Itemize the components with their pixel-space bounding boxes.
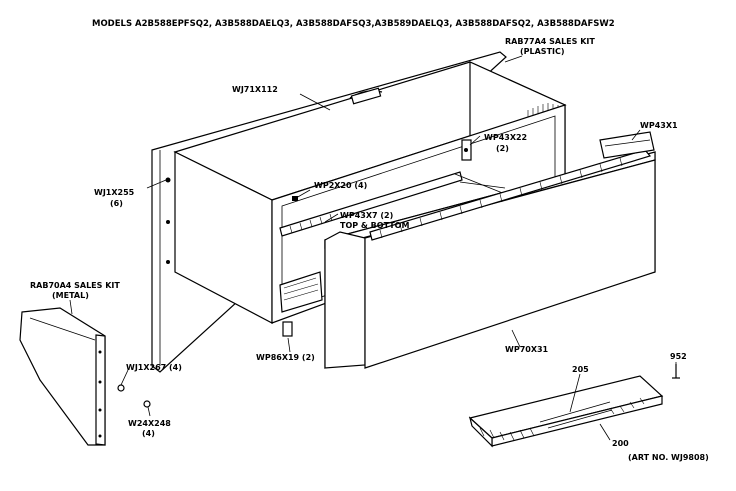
label-wj1x267: WJ1X267 (4) <box>126 363 182 372</box>
label-wp43x22-qty: (2) <box>496 144 509 153</box>
label-wj1x255-qty: (6) <box>110 199 123 208</box>
models-header: MODELS A2B588EPFSQ2, A3B588DAELQ3, A3B58… <box>92 19 615 29</box>
label-952: 952 <box>670 352 687 361</box>
label-kit-plastic-type: (PLASTIC) <box>520 47 565 56</box>
label-wp70x31: WP70X31 <box>505 345 549 354</box>
front-panel <box>324 131 656 369</box>
label-wp43x7-note: TOP & BOTTOM <box>340 221 409 230</box>
label-wp43x22: WP43X22 <box>484 133 527 142</box>
label-wj71x112: WJ71X112 <box>232 85 278 94</box>
side-bracket-metal <box>19 307 106 446</box>
label-kit-metal: RAB70A4 SALES KIT <box>30 281 120 290</box>
label-wp43x7: WP43X7 (2) <box>340 211 393 220</box>
label-205: 205 <box>572 365 589 374</box>
label-kit-metal-type: (METAL) <box>52 291 89 300</box>
label-wp2x20: WP2X20 (4) <box>314 181 367 190</box>
wall-sleeve-cabinet <box>151 51 567 373</box>
leader-lines <box>69 55 677 441</box>
label-kit-plastic: RAB77A4 SALES KIT <box>505 37 595 46</box>
label-wj1x255: WJ1X255 <box>94 188 135 197</box>
base-pan <box>468 375 664 448</box>
label-w24x248: W24X248 <box>128 419 171 428</box>
label-w24x248-qty: (4) <box>142 429 155 438</box>
label-200: 200 <box>612 439 629 448</box>
label-wp43x1: WP43X1 <box>640 121 678 130</box>
wp86x19-bracket <box>282 321 293 337</box>
label-wp86x19: WP86X19 (2) <box>256 353 315 362</box>
label-art-no: (ART NO. WJ9808) <box>628 453 709 462</box>
wj1x267-screw <box>117 384 125 392</box>
w24x248-screw <box>143 400 151 408</box>
